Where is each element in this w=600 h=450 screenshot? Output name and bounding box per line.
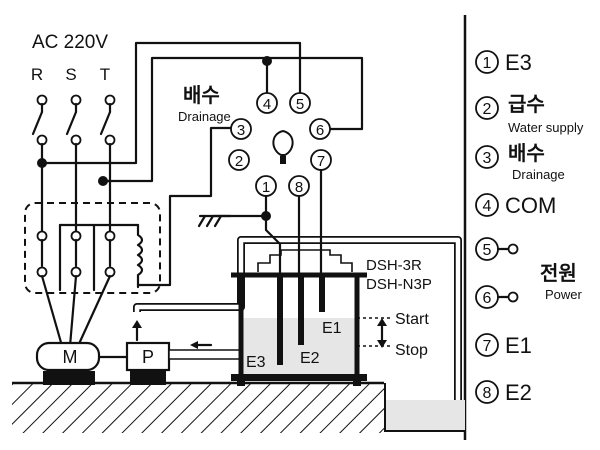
relay-terminal-7-number: 7 <box>317 153 325 170</box>
electrode-e3-label: E3 <box>246 354 266 371</box>
relay-drainage-label: 배수 <box>183 83 220 107</box>
stop-level-label: Stop <box>395 342 428 359</box>
relay-terminal-3 <box>230 118 252 140</box>
relay-terminal-8-number: 8 <box>295 179 303 196</box>
legend-terminal-4-label: COM <box>505 193 556 218</box>
supply-voltage-label: AC 220V <box>32 32 108 53</box>
motor: M <box>35 341 130 385</box>
legend-terminal-6-number: 6 <box>483 290 492 307</box>
relay-terminal-6-number: 6 <box>316 122 324 139</box>
electrode-holder <box>257 249 353 272</box>
relay-terminal-5-number: 5 <box>296 96 304 113</box>
legend-terminal-2-sublabel: Water supply <box>508 120 584 135</box>
relay-terminal-6 <box>309 118 331 140</box>
legend-terminal-1-label: E3 <box>505 50 532 75</box>
drain-pit <box>384 383 466 432</box>
power-sublabel: Power <box>545 287 583 302</box>
ground-icon <box>197 214 232 228</box>
terminal-legend: 1 E3 2 급수 Water supply 3 배수 Drainage 4 C… <box>475 50 584 405</box>
phase-r-label: R <box>31 65 43 84</box>
relay-terminal-4 <box>256 92 278 114</box>
legend-terminal-5-number: 5 <box>483 242 492 259</box>
legend-terminal-2-number: 2 <box>483 101 492 118</box>
legend-terminal-2-label: 급수 <box>508 92 545 116</box>
model-label: DSH-3R <box>366 257 422 274</box>
relay-terminal-4-number: 4 <box>263 96 271 113</box>
flow-arrow-icon <box>190 341 198 349</box>
phase-t-label: T <box>100 65 110 84</box>
legend-terminal-4-number: 4 <box>483 198 492 215</box>
relay-terminal-1-number: 1 <box>262 179 270 196</box>
power-label: 전원 <box>540 261 577 285</box>
relay-terminals: 4 5 3 6 2 7 1 8 <box>228 56 332 197</box>
relay-terminal-2-number: 2 <box>235 153 243 170</box>
start-level-label: Start <box>395 311 429 328</box>
motor-label: M <box>63 347 78 367</box>
electrode-e1-label: E1 <box>322 320 342 337</box>
legend-terminal-3-label: 배수 <box>508 141 545 165</box>
electrode-e1 <box>319 275 325 312</box>
electrode-e2-label: E2 <box>300 350 320 367</box>
electrode-e3 <box>277 275 283 365</box>
legend-terminal-3-number: 3 <box>483 150 492 167</box>
legend-terminal-7-label: E1 <box>505 333 532 358</box>
ground <box>12 381 384 433</box>
relay-terminal-2 <box>228 149 250 171</box>
level-down-arrow-icon <box>377 340 387 348</box>
legend-terminal-8-number: 8 <box>483 385 492 402</box>
circuit-breaker <box>31 94 116 146</box>
pump: P <box>125 320 171 385</box>
legend-terminal-1-number: 1 <box>483 55 492 72</box>
magnetic-contactor <box>24 202 161 294</box>
relay-terminal-5 <box>289 92 311 114</box>
electrode-e2 <box>298 275 304 345</box>
legend-terminal-8-label: E2 <box>505 380 532 405</box>
legend-terminal-7-number: 7 <box>483 338 492 355</box>
level-up-arrow-icon <box>377 318 387 326</box>
relay-terminal-3-number: 3 <box>237 122 245 139</box>
model-label: DSH-N3P <box>366 276 432 293</box>
legend-terminal-3-sublabel: Drainage <box>512 167 565 182</box>
phase-s-label: S <box>65 65 76 84</box>
pump-label: P <box>142 347 154 367</box>
relay-drainage-sublabel: Drainage <box>178 109 231 124</box>
